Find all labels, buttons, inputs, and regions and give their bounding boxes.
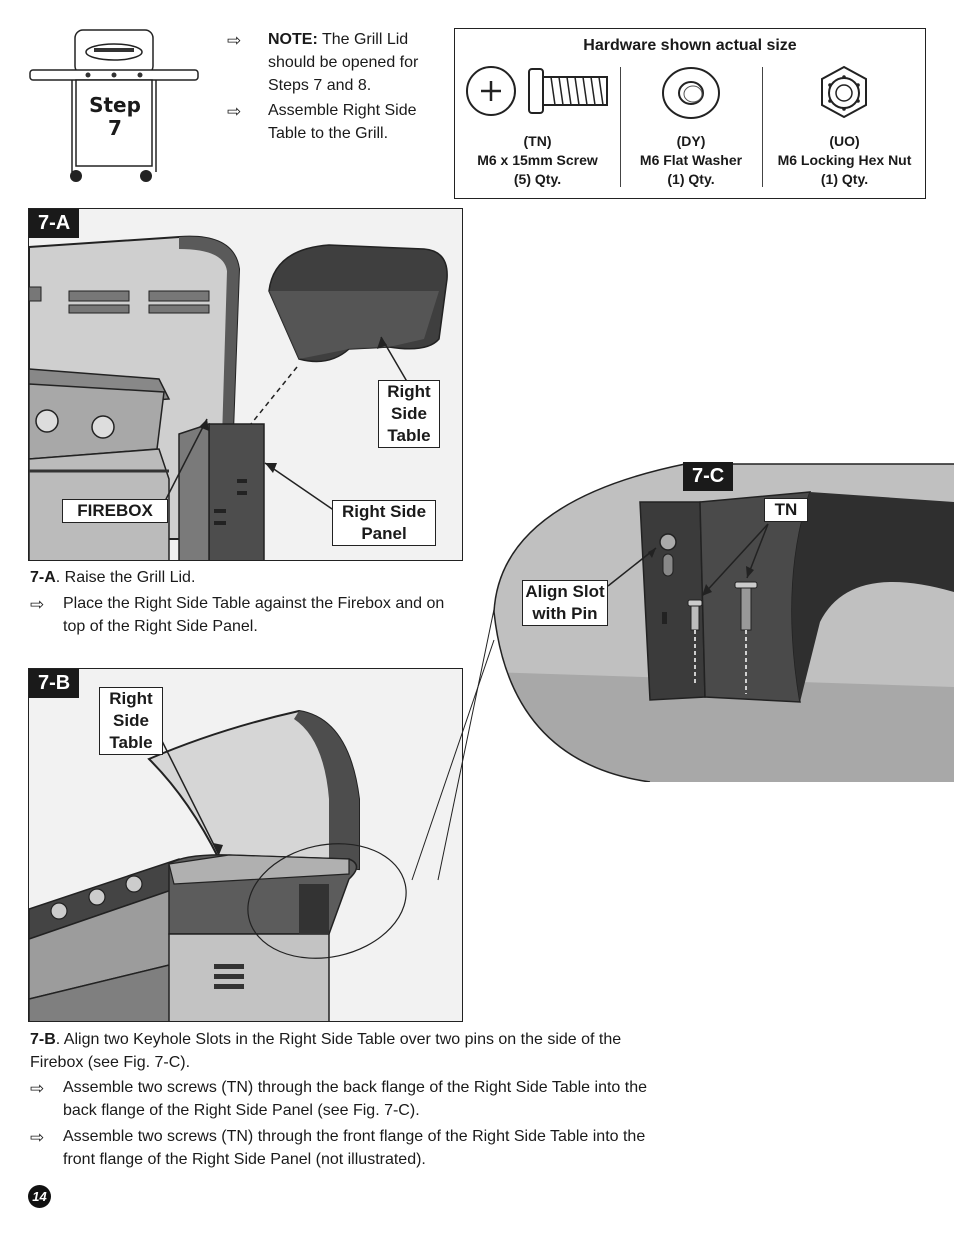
- assemble-note: Assemble Right Side Table to the Grill.: [268, 102, 417, 142]
- note-text: NOTE: The Grill Lid should be opened for…: [268, 28, 438, 97]
- hardware-divider: [762, 67, 763, 187]
- hardware-box: Hardware shown actual size (TN) M6 x 15m…: [454, 28, 926, 199]
- figure-7a: 7-A Right Side Table FIREBOX: [28, 208, 463, 561]
- label-align-slot-with-pin: Align Slot with Pin: [522, 580, 608, 626]
- instruction-7a-lead: 7-A. Raise the Grill Lid.: [30, 566, 460, 589]
- note-arrow-icon: ⇨: [227, 31, 242, 51]
- instruction-7a-bold: 7-A: [30, 569, 56, 586]
- washer-caption: (DY) M6 Flat Washer (1) Qty.: [620, 132, 762, 189]
- screw-code: (TN): [523, 133, 552, 149]
- figure-7b-illustration: [29, 709, 407, 1021]
- instruction-7b-arrow-icon-1: ⇨: [30, 1079, 45, 1099]
- figure-7b-tag: 7-B: [29, 669, 80, 698]
- figure-7c-tag: 7-C: [683, 462, 734, 491]
- label-right-side-table-7b: Right Side Table: [99, 687, 163, 755]
- washer-icon: [662, 67, 720, 119]
- label-tn: TN: [764, 498, 808, 522]
- screw-qty: (5) Qty.: [513, 171, 562, 187]
- figure-7c: 7-C TN Align Slot with Pin: [490, 462, 954, 782]
- nut-name: M6 Locking Hex Nut: [777, 152, 912, 168]
- instruction-7a-text: . Raise the Grill Lid.: [55, 569, 196, 586]
- washer-name: M6 Flat Washer: [639, 152, 743, 168]
- label-firebox: FIREBOX: [62, 499, 168, 523]
- hardware-title: Hardware shown actual size: [583, 37, 797, 54]
- note-body: The Grill Lid should be opened for Steps…: [268, 31, 419, 94]
- nut-qty: (1) Qty.: [820, 171, 869, 187]
- figure-7b: 7-B Right Side Table: [28, 668, 463, 1022]
- hardware-item-washer: (DY) M6 Flat Washer (1) Qty.: [620, 65, 762, 189]
- hardware-item-nut: (UO) M6 Locking Hex Nut (1) Qty.: [762, 65, 927, 189]
- nut-caption: (UO) M6 Locking Hex Nut (1) Qty.: [762, 132, 927, 189]
- assemble-arrow-icon: ⇨: [227, 102, 242, 122]
- instruction-7a-arrow-icon: ⇨: [30, 595, 45, 615]
- step-label: Step 7: [80, 94, 150, 140]
- hardware-divider: [620, 67, 621, 187]
- figure-7a-illustration: [29, 235, 448, 560]
- washer-qty: (1) Qty.: [667, 171, 715, 187]
- figure-7a-tag: 7-A: [29, 209, 80, 238]
- instruction-7b-arrow-icon-2: ⇨: [30, 1128, 45, 1148]
- instruction-7b-bold: 7-B: [30, 1031, 56, 1048]
- figure-7c-illustration: [493, 463, 954, 782]
- screw-caption: (TN) M6 x 15mm Screw (5) Qty.: [455, 132, 620, 189]
- screw-name: M6 x 15mm Screw: [477, 152, 598, 168]
- washer-code: (DY): [676, 133, 706, 149]
- hex-nut-icon: [821, 65, 867, 119]
- instruction-7a-bullet: Place the Right Side Table against the F…: [63, 595, 445, 635]
- step-word: Step: [89, 93, 141, 117]
- page-number: 14: [28, 1185, 51, 1208]
- instruction-7b-text: . Align two Keyhole Slots in the Right S…: [30, 1031, 622, 1071]
- hardware-item-screw: (TN) M6 x 15mm Screw (5) Qty.: [455, 65, 620, 189]
- step-number: 7: [108, 116, 122, 140]
- instruction-7b-bullet-1: Assemble two screws (TN) through the bac…: [63, 1079, 648, 1119]
- note-bold: NOTE:: [268, 31, 318, 48]
- nut-code: (UO): [829, 133, 860, 149]
- label-right-side-table-7a: Right Side Table: [378, 380, 440, 448]
- instruction-7b-bullet-2: Assemble two screws (TN) through the fro…: [63, 1128, 646, 1168]
- screw-icon: [466, 66, 608, 116]
- label-right-side-panel: Right Side Panel: [332, 500, 436, 546]
- instruction-7b-lead: 7-B. Align two Keyhole Slots in the Righ…: [30, 1028, 675, 1074]
- step-thumbnail: Step 7: [28, 26, 200, 186]
